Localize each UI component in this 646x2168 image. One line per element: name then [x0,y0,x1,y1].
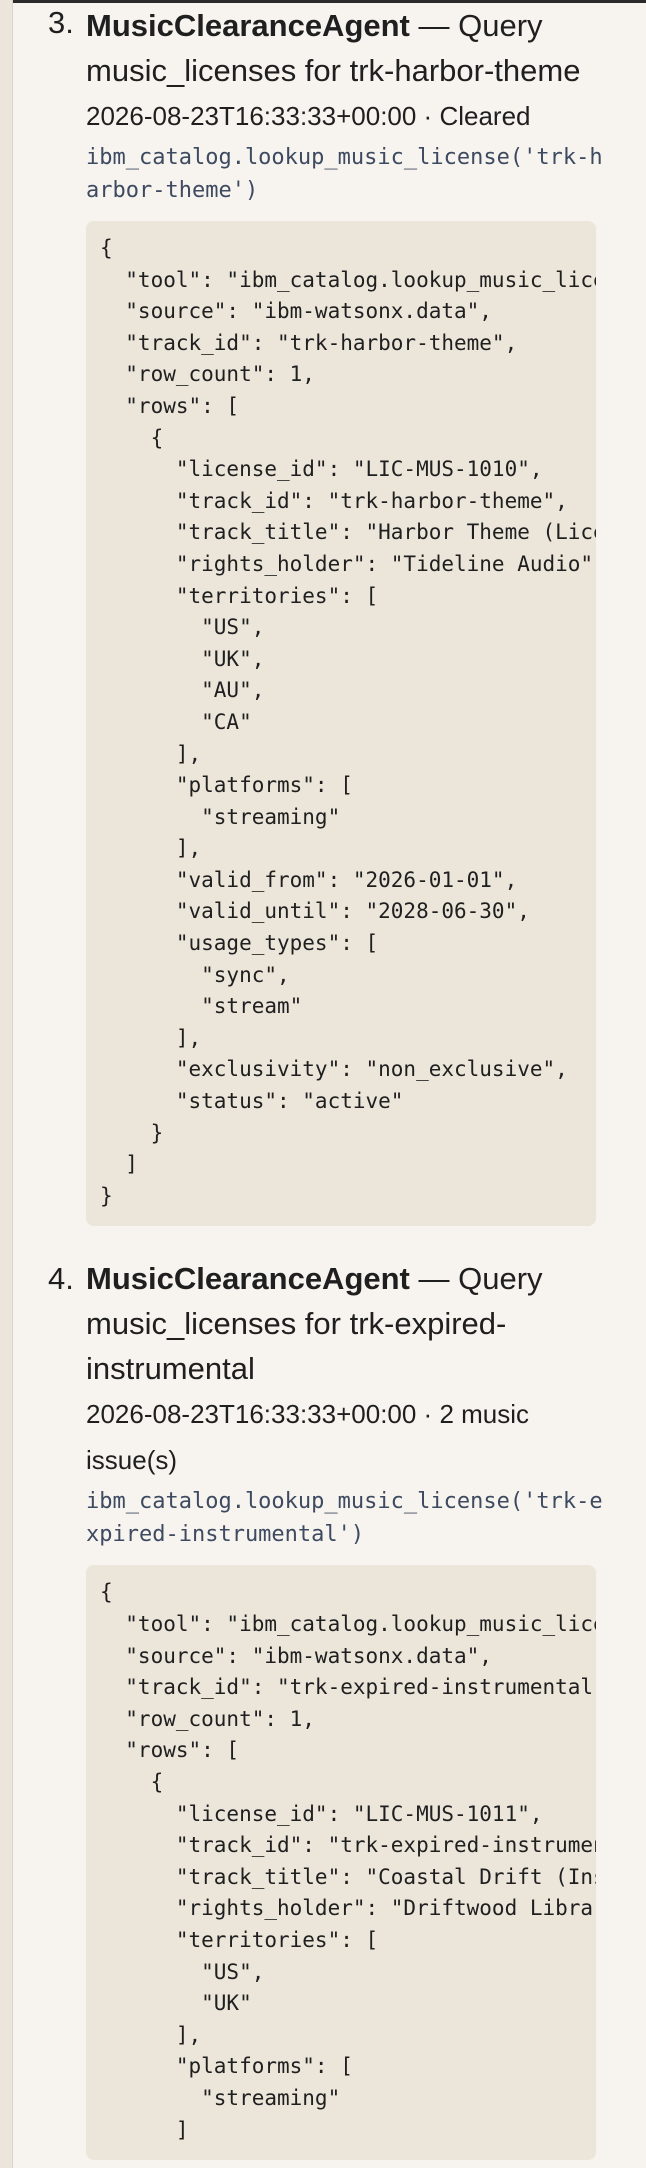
tool-output-json: { "tool": "ibm_catalog.lookup_music_lice… [100,236,596,1208]
agent-step: 4. MusicClearanceAgent — Query music_lic… [0,1256,646,2161]
agent-name: MusicClearanceAgent [86,1261,410,1297]
tool-call: ibm_catalog.lookup_music_license('trk-ex… [86,1489,603,1548]
step-number: 4. [48,1261,74,1297]
step-timestamp-status: 2026-08-23T16:33:33+00:00 · 2 music issu… [86,1399,530,1476]
agent-name: MusicClearanceAgent [86,8,410,43]
tool-output-json: { "tool": "ibm_catalog.lookup_music_lice… [100,1580,596,2142]
step-description: — Query music_licenses for trk-expired-i… [86,1261,543,1387]
step-timestamp-status: 2026-08-23T16:33:33+00:00 · Cleared [86,101,531,131]
top-border [0,0,646,3]
step-number: 3. [48,5,74,40]
step-description: — Query music_licenses for trk-harbor-th… [86,8,581,88]
tool-output-block[interactable]: { "tool": "ibm_catalog.lookup_music_lice… [86,1565,596,2161]
left-gutter [0,0,13,2168]
agent-step: 3. MusicClearanceAgent — Query music_lic… [48,3,610,1227]
step-title: MusicClearanceAgent — Query music_licens… [86,3,610,93]
step-title: MusicClearanceAgent — Query music_licens… [86,1256,610,1391]
tool-output-block[interactable]: { "tool": "ibm_catalog.lookup_music_lice… [86,221,596,1227]
tool-call: ibm_catalog.lookup_music_license('trk-ha… [86,145,603,203]
